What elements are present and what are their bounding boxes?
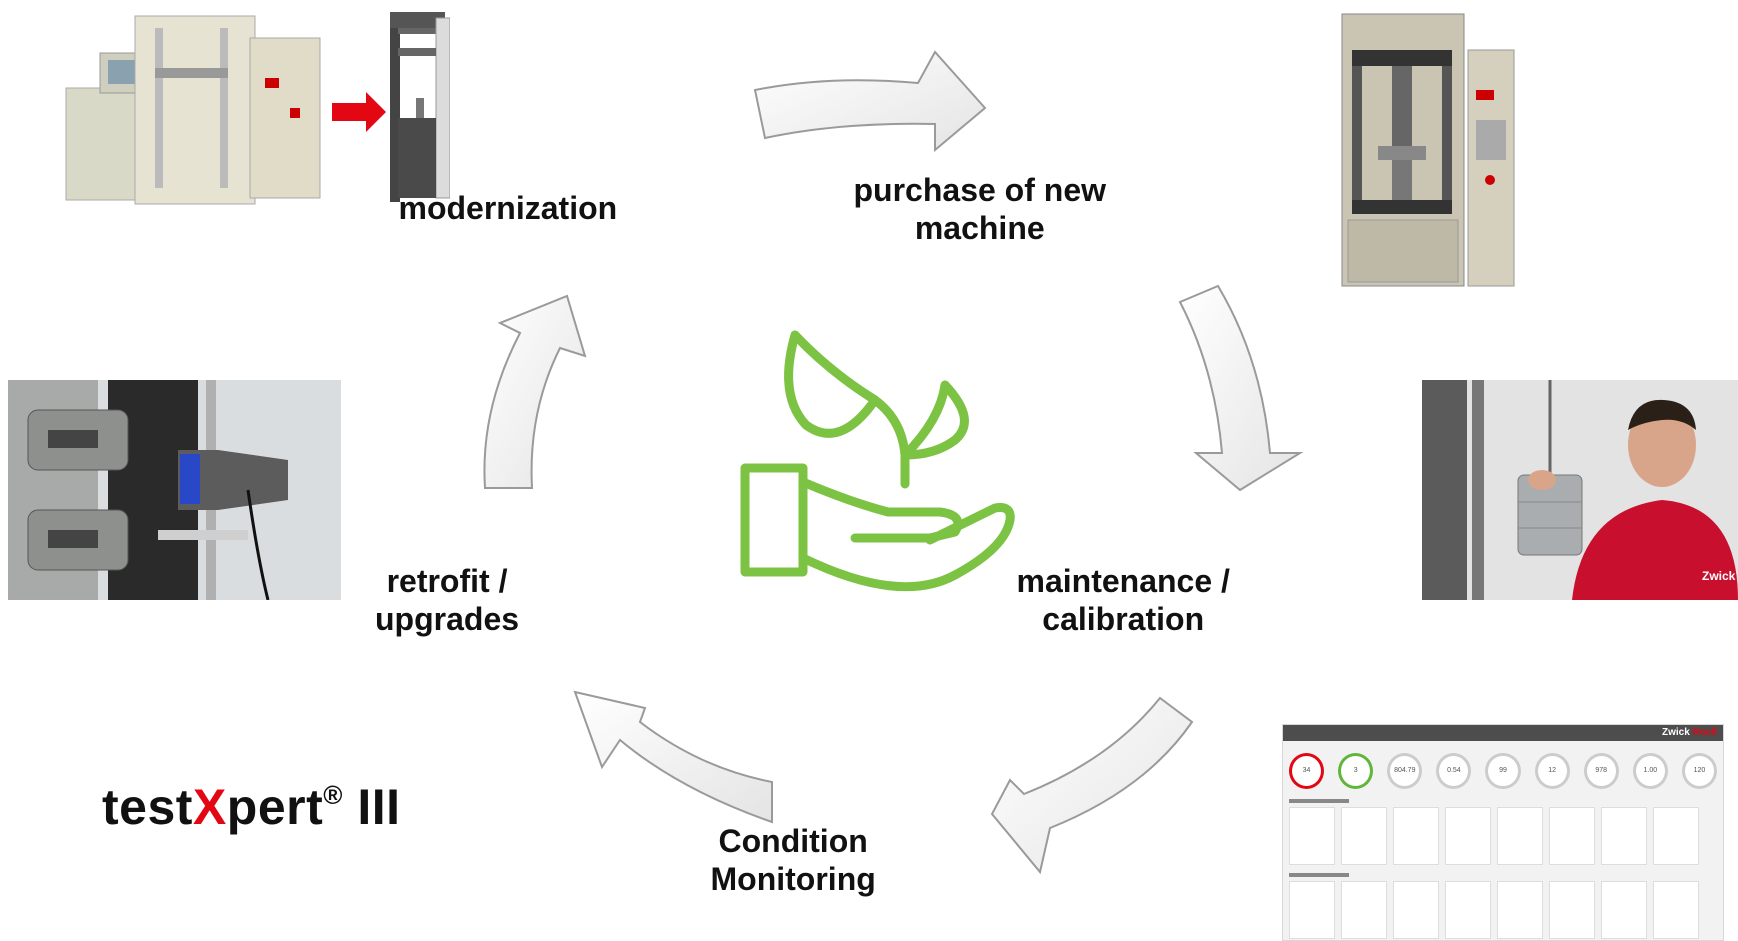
dashboard-card [1653,807,1699,865]
retrofit-photo [8,380,341,600]
testxpert-logo: testXpert® III [102,779,401,835]
dashboard-card [1549,807,1595,865]
stage-label-purchase: purchase of new machine [853,172,1107,246]
dashboard-card [1341,807,1387,865]
dashboard-logo: Zwick Roell [1661,727,1717,738]
dashboard-card [1289,881,1335,939]
gauge: 3 [1338,753,1374,789]
arrow-right [1178,284,1304,492]
arrow-top [753,50,987,153]
arrow-left [483,294,587,489]
gauge: 34 [1289,753,1325,789]
dashboard-cards-row-1 [1283,803,1723,869]
dashboard-card [1601,881,1647,939]
dashboard-gauges: 34 3 804.79 0.54 99 12 978 1.00 120 [1283,741,1723,795]
gauge: 12 [1534,753,1570,789]
dashboard-card [1393,807,1439,865]
gauge: 804.79 [1387,753,1423,789]
gauge: 1.00 [1632,753,1668,789]
gauge: 120 [1681,753,1717,789]
dashboard-card [1601,807,1647,865]
svg-text:Zwick: Zwick [1702,569,1736,583]
modernization-photo [60,8,450,208]
stage-label-condition: Condition Monitoring [710,823,876,897]
dashboard-section-divider [1289,873,1349,877]
arrow-bottom-right [990,696,1194,875]
dashboard-card [1653,881,1699,939]
dashboard-card [1497,807,1543,865]
dashboard-card [1289,807,1335,865]
gauge: 99 [1485,753,1521,789]
dashboard-card [1445,881,1491,939]
dashboard-card [1445,807,1491,865]
stage-label-retrofit: retrofit / upgrades [375,563,520,637]
dashboard-topbar: Zwick Roell [1283,725,1723,741]
dashboard-card [1341,881,1387,939]
gauge: 978 [1583,753,1619,789]
condition-monitoring-dashboard: Zwick Roell 34 3 804.79 0.54 99 12 978 1… [1282,724,1724,941]
dashboard-cards-row-2 [1283,877,1723,940]
gauge: 0.54 [1436,753,1472,789]
dashboard-section-divider [1289,799,1349,803]
new-machine-photo [1338,10,1518,290]
dashboard-card [1393,881,1439,939]
arrow-bottom-left [573,690,773,824]
dashboard-card [1497,881,1543,939]
dashboard-card [1549,881,1595,939]
calibration-photo: Zwick [1422,380,1738,600]
sustainability-plant-hand-icon [740,330,1015,592]
stage-label-maintenance: maintenance / calibration [1016,563,1230,637]
